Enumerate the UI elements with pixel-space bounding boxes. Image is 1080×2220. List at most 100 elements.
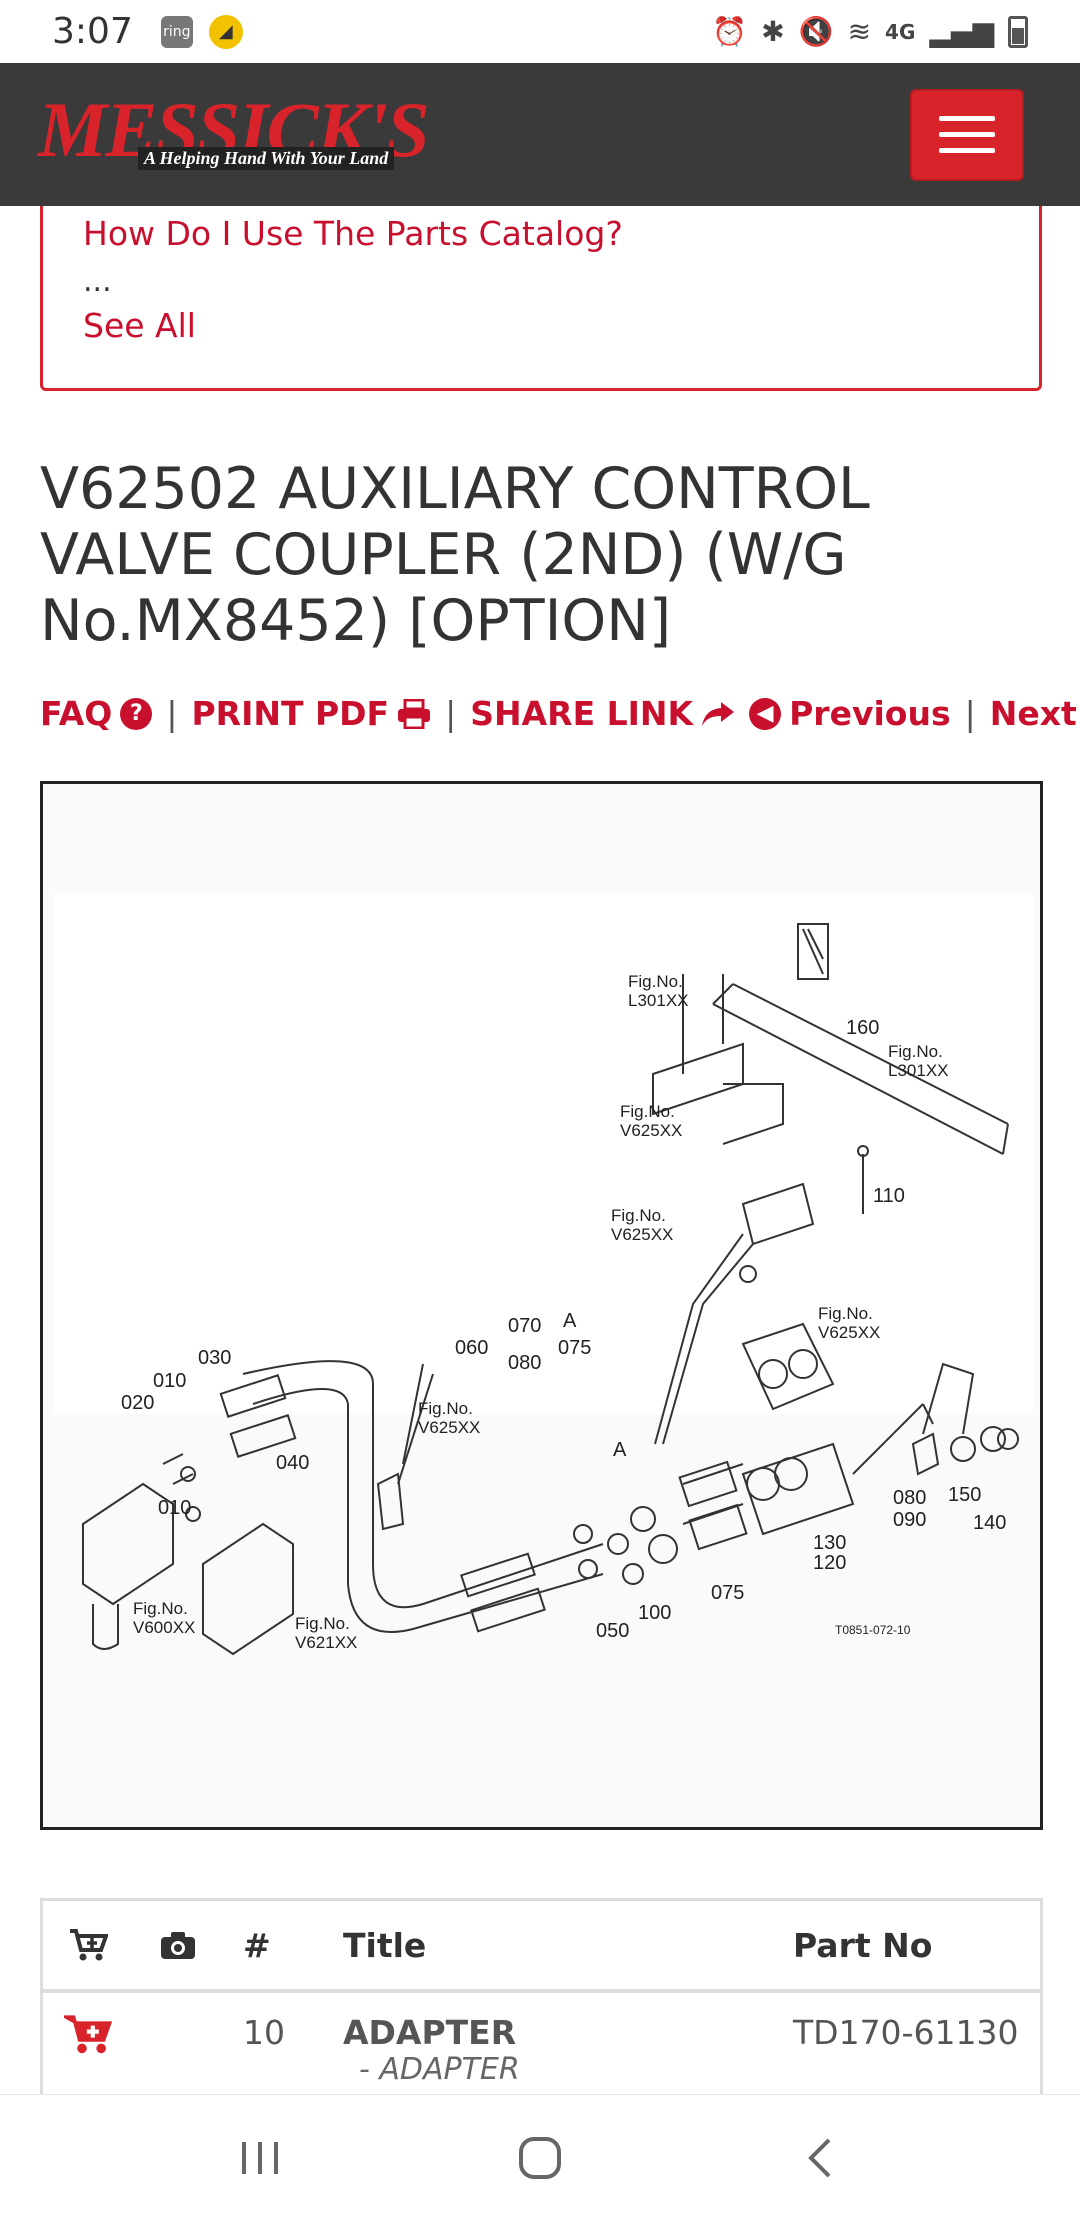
part-number-cell: 10: [243, 2013, 285, 2052]
logo-tagline: A Helping Hand With Your Land: [138, 146, 395, 170]
print-pdf-button[interactable]: PRINT PDF: [191, 694, 431, 733]
diagram-label: 010: [158, 1497, 191, 1519]
ring-app-icon: ring: [160, 15, 193, 48]
part-subtitle: - ADAPTER: [359, 2052, 520, 2087]
diagram-label: V625XX: [611, 1225, 673, 1244]
separator: |: [166, 694, 178, 733]
title-column-header: Title: [343, 1925, 427, 1965]
messicks-logo[interactable]: MESSICK'S A Helping Hand With Your Land: [38, 85, 438, 185]
diagram-label: Fig.No.: [818, 1304, 873, 1323]
diagram-label: 080: [508, 1352, 541, 1374]
separator: |: [445, 694, 457, 733]
question-circle-icon: ?: [120, 697, 153, 730]
faq-box: How Do I Use The Parts Catalog? ... See …: [40, 206, 1042, 391]
table-header: # Title Part No: [43, 1901, 1040, 1993]
previous-label: Previous: [789, 694, 951, 733]
mute-icon: 🔇: [798, 15, 834, 48]
diagram-label: 150: [948, 1484, 981, 1506]
diagram-label: A: [563, 1310, 577, 1332]
back-chevron-icon: [808, 2138, 831, 2177]
diagram-label: V625XX: [418, 1418, 480, 1437]
back-button[interactable]: [780, 2118, 860, 2198]
battery-icon: [1008, 15, 1028, 48]
diagram-label: 120: [813, 1552, 846, 1574]
cart-plus-icon: [70, 1929, 108, 1961]
next-label: Next: [989, 694, 1077, 733]
page-title: V62502 AUXILIARY CONTROL VALVE COUPLER (…: [40, 456, 870, 654]
faq-button[interactable]: FAQ ?: [40, 694, 153, 733]
diagram-label: 060: [455, 1337, 488, 1359]
diagram-label: 075: [711, 1582, 744, 1604]
camera-icon: [161, 1932, 195, 1959]
diagram-label: 050: [596, 1620, 629, 1642]
diagram-label: Fig.No.: [133, 1599, 188, 1618]
diagram-label: 140: [973, 1512, 1006, 1534]
diagram-label: V621XX: [295, 1633, 357, 1652]
diagram-label: 010: [153, 1370, 186, 1392]
diagram-label: Fig.No.: [628, 972, 683, 991]
diagram-label: V600XX: [133, 1618, 195, 1637]
alarm-icon: ⏰: [712, 15, 748, 48]
diagram-label: 075: [558, 1337, 591, 1359]
faq-see-all-link[interactable]: See All: [83, 306, 196, 345]
recents-icon: [242, 2141, 278, 2174]
diagram-label: 110: [873, 1185, 905, 1207]
parts-table: # Title Part No 10 ADAPTER - ADAPTER TD1…: [40, 1898, 1043, 2113]
part-no-cell: TD170-61130: [793, 2013, 1019, 2052]
signal-icon: ▂▄▆: [929, 15, 994, 48]
diagram-label: Fig.No.: [888, 1042, 943, 1061]
hamburger-bar: [939, 148, 995, 153]
hamburger-bar: [939, 116, 995, 121]
site-header: MESSICK'S A Helping Hand With Your Land: [0, 63, 1080, 206]
diagram-label: 020: [121, 1392, 154, 1414]
diagram-label: A: [613, 1439, 627, 1461]
previous-button[interactable]: ◀ Previous: [749, 694, 951, 733]
diagram-label: Fig.No.: [611, 1206, 666, 1225]
add-to-cart-button[interactable]: [43, 2013, 133, 2055]
diagram-code: T0851-072-10: [835, 1623, 911, 1637]
photo-column-header: [133, 1930, 223, 1960]
diagram-label: V625XX: [620, 1121, 682, 1140]
system-nav-bar: [0, 2094, 1080, 2220]
hamburger-bar: [939, 132, 995, 137]
action-links: FAQ ? | PRINT PDF | SHARE LINK ◀ Previou…: [40, 694, 1077, 733]
diagram-label: 030: [198, 1347, 231, 1369]
number-column-header: #: [243, 1925, 271, 1965]
share-arrow-icon: [702, 701, 735, 726]
bluetooth-icon: ✱: [761, 15, 785, 48]
parts-diagram[interactable]: Fig.No. L301XX 160 Fig.No. L301XX Fig.No…: [40, 781, 1043, 1830]
faq-parts-catalog-link[interactable]: How Do I Use The Parts Catalog?: [83, 214, 623, 253]
table-row: 10 ADAPTER - ADAPTER TD170-61130: [43, 1993, 1040, 2113]
arrow-left-circle-icon: ◀: [749, 697, 782, 730]
status-time: 3:07: [52, 11, 133, 52]
faq-label: FAQ: [40, 694, 113, 733]
wifi-icon: ≋: [847, 15, 872, 48]
diagram-label: 100: [638, 1602, 671, 1624]
diagram-label: V625XX: [818, 1323, 880, 1342]
printer-icon: [398, 698, 431, 729]
hamburger-menu-button[interactable]: [910, 88, 1024, 181]
part-title-cell[interactable]: ADAPTER - ADAPTER: [343, 2013, 793, 2087]
diagram-label: 130: [813, 1532, 846, 1554]
share-link-button[interactable]: SHARE LINK: [470, 694, 735, 733]
network-type: 4G: [885, 19, 916, 44]
separator: |: [964, 694, 976, 733]
part-title: ADAPTER: [343, 2013, 517, 2052]
faq-ellipsis: ...: [83, 264, 112, 299]
status-bar: 3:07 ring ◢ ⏰ ✱ 🔇 ≋ 4G ▂▄▆: [0, 0, 1080, 63]
diagram-label: 070: [508, 1315, 541, 1337]
home-icon: [519, 2136, 561, 2179]
diagram-label: 080: [893, 1487, 926, 1509]
diagram-label: Fig.No.: [418, 1399, 473, 1418]
parts-diagram-svg: Fig.No. L301XX 160 Fig.No. L301XX Fig.No…: [53, 894, 1033, 1656]
diagram-label: L301XX: [628, 991, 689, 1010]
diagram-label: Fig.No.: [620, 1102, 675, 1121]
recents-button[interactable]: [220, 2118, 300, 2198]
diagram-label: 090: [893, 1509, 926, 1531]
diagram-label: L301XX: [888, 1061, 949, 1080]
cart-plus-icon: [64, 2015, 112, 2054]
next-button[interactable]: Next ▶: [990, 694, 1080, 733]
home-button[interactable]: [500, 2118, 580, 2198]
share-link-label: SHARE LINK: [470, 694, 694, 733]
cart-column-header: [43, 1928, 133, 1962]
